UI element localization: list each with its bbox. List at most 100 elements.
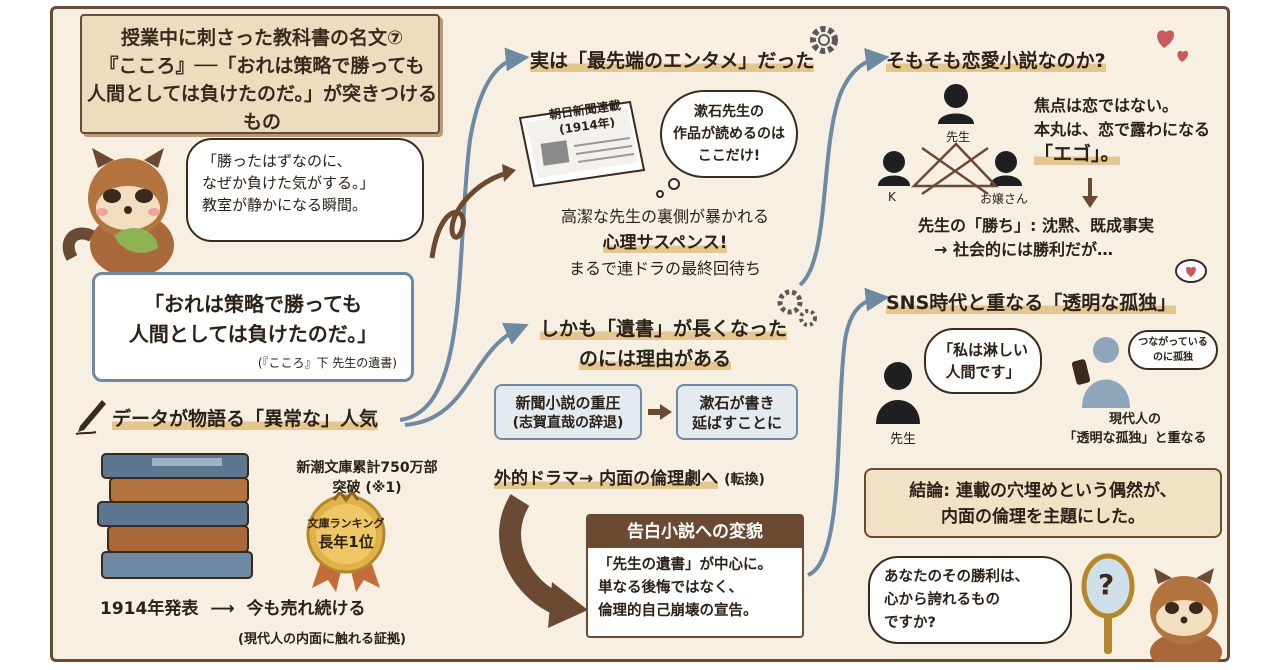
win-line-2: → 社会的には勝利だが… <box>934 240 1113 259</box>
entertainment-line-2-wrap: 心理サスペンス! <box>530 230 800 256</box>
book-stack-icon <box>97 453 253 579</box>
entertainment-text: 高潔な先生の裏側が暴かれる 心理サスペンス! まるで連ドラの最終回待ち <box>530 204 800 282</box>
thought-bubble: 漱石先生の 作品が読めるのは ここだけ! <box>660 90 798 178</box>
conversion-line-1: 「先生の遺書」が中心に。 <box>598 557 772 573</box>
conclusion-line-2: 内面の倫理を主題にした。 <box>941 507 1145 527</box>
phone-line-1: つながっている <box>1138 337 1208 348</box>
intro-bubble-line-2: なぜか負けた気がする。」 <box>202 174 375 192</box>
sensei-silhouette-icon <box>876 362 920 424</box>
testament-heading-line-1: しかも「遺書」が長くなった <box>540 318 788 340</box>
extension-line-1: 漱石が書き <box>699 394 775 412</box>
phone-bubble: つながっている のに孤独 <box>1128 330 1218 370</box>
testament-heading-line-2-wrap: のには理由がある <box>540 344 770 374</box>
hearts-icon <box>1157 30 1189 62</box>
conversion-heading: 告白小説への変貌 <box>588 516 802 548</box>
raccoon-mascot-icon <box>62 148 174 277</box>
sns-heading-text: SNS時代と重なる「透明な孤独」 <box>886 292 1177 314</box>
gear-icon <box>810 26 838 54</box>
shift-note: (転換) <box>724 472 765 488</box>
lonely-bubble: 「私は淋しい 人間です」 <box>924 328 1042 394</box>
diagram-label-ojosan: お嬢さん <box>980 192 1029 206</box>
love-triangle-diagram <box>878 84 1022 196</box>
mirror-icon <box>1081 553 1135 654</box>
question-line-3: ですか? <box>884 615 936 631</box>
timeline-note: (現代人の内面に触れる証拠) <box>238 632 406 647</box>
question-line-1: あなたのその勝利は、 <box>884 569 1029 585</box>
thought-dot-2 <box>656 190 664 198</box>
conclusion-box: 結論: 連載の穴埋めという偶然が、 内面の倫理を主題にした。 <box>864 468 1222 538</box>
timeline-end: 今も売れ続ける <box>246 599 366 619</box>
extension-box: 漱石が書き 延ばすことに <box>676 384 798 440</box>
entertainment-line-2: 心理サスペンス! <box>602 233 728 253</box>
romance-heading-text: そもそも恋愛小説なのか? <box>886 50 1106 72</box>
sales-line-2: 突破 (※1) <box>332 480 402 496</box>
testament-heading-line-1-wrap: しかも「遺書」が長くなった <box>540 314 788 344</box>
question-line-2: 心から誇れるもの <box>884 592 1000 608</box>
testament-heading: しかも「遺書」が長くなった のには理由がある <box>540 314 788 374</box>
lonely-line-1: 「私は淋しい <box>937 341 1028 359</box>
conversion-line-3: 倫理的自己崩壊の宣告。 <box>598 603 758 619</box>
quote-line-1: 「おれは策略で勝っても <box>144 292 362 316</box>
heart-bubble-icon <box>1175 259 1207 283</box>
sales-line-1: 新潮文庫累計750万部 <box>296 460 438 476</box>
entertainment-heading: 実は「最先端のエンタメ」だった <box>530 46 815 73</box>
conversion-line-2: 単なる後悔ではなく、 <box>598 580 743 596</box>
sns-heading: SNS時代と重なる「透明な孤独」 <box>886 288 1177 315</box>
romance-line-3-wrap: 「エゴ」。 <box>1034 142 1210 166</box>
title-line-1: 授業中に刺さった教科書の名文⑦ <box>120 27 404 49</box>
extension-line-2: 延ばすことに <box>691 414 782 432</box>
data-heading: データが物語る「異常な」人気 <box>112 404 379 431</box>
modern-line-1: 現代人の <box>1108 412 1161 427</box>
lonely-line-2: 人間です」 <box>945 363 1021 381</box>
mirror-question-mark: ? <box>1098 568 1115 601</box>
ranking-medal-icon <box>306 492 386 592</box>
thought-line-3: ここだけ! <box>697 148 761 164</box>
timeline-start: 1914年発表 <box>100 599 199 619</box>
timeline-arrow: ⟶ <box>210 599 235 619</box>
win-line-1: 先生の「勝ち」: 沈黙、既成事実 <box>918 216 1154 235</box>
conclusion-line-1: 結論: 連載の穴埋めという偶然が、 <box>909 481 1177 501</box>
romance-heading: そもそも恋愛小説なのか? <box>886 46 1106 73</box>
modern-text: 現代人の 「透明な孤独」と重なる <box>1040 410 1230 448</box>
thought-line-1: 漱石先生の <box>694 104 764 120</box>
title-text: 授業中に刺さった教科書の名文⑦ 『こころ』──「おれは策略で勝っても 人間として… <box>82 24 442 136</box>
modern-person-phone-icon <box>1071 337 1130 408</box>
intro-speech-bubble: 「勝ったはずなのに、 なぜか負けた気がする。」 教室が静かになる瞬間。 <box>186 138 424 242</box>
pressure-box: 新聞小説の重圧 (志賀直哉の辞退) <box>494 384 642 440</box>
romance-text: 焦点は恋ではない。 本丸は、恋で露わになる 「エゴ」。 <box>1034 94 1210 166</box>
medal-text: 文庫ランキング 長年1位 <box>300 516 392 552</box>
medal-line-1: 文庫ランキング <box>307 517 385 530</box>
entertainment-heading-text: 実は「最先端のエンタメ」だった <box>530 50 815 72</box>
thought-line-2: 作品が読めるのは <box>673 126 785 142</box>
raccoon-thinking-icon <box>1150 568 1222 662</box>
title-line-3: 人間としては負けたのだ。」が突きつけるもの <box>87 83 437 133</box>
data-heading-text: データが物語る「異常な」人気 <box>112 408 379 430</box>
thought-dot-1 <box>668 178 680 190</box>
intro-bubble-line-1: 「勝ったはずなのに、 <box>202 152 352 170</box>
quote-text: 「おれは策略で勝っても 人間としては負けたのだ。」 <box>95 289 411 349</box>
gears-icon <box>777 289 817 327</box>
conversion-body: 「先生の遺書」が中心に。 単なる後悔ではなく、 倫理的自己崩壊の宣告。 <box>598 554 772 623</box>
title-banner: 授業中に刺さった教科書の名文⑦ 『こころ』──「おれは策略で勝っても 人間として… <box>80 14 440 134</box>
diagram-label-k: K <box>888 190 896 204</box>
quote-box: 「おれは策略で勝っても 人間としては負けたのだ。」 (『こころ』下 先生の遺書) <box>92 272 414 382</box>
romance-line-3: 「エゴ」。 <box>1034 143 1120 165</box>
quote-source: (『こころ』下 先生の遺書) <box>257 356 397 370</box>
sales-text: 新潮文庫累計750万部 突破 (※1) <box>272 458 462 498</box>
shift-line: 外的ドラマ→ 内面の倫理劇へ <box>494 469 719 489</box>
intro-bubble-line-3: 教室が静かになる瞬間。 <box>202 196 368 214</box>
conversion-box: 告白小説への変貌 「先生の遺書」が中心に。 単なる後悔ではなく、 倫理的自己崩壊… <box>586 514 804 638</box>
phone-line-2: のに孤独 <box>1153 352 1193 363</box>
pen-icon <box>75 400 106 435</box>
win-text: 先生の「勝ち」: 沈黙、既成事実 → 社会的には勝利だが… <box>918 214 1154 262</box>
entertainment-line-3: まるで連ドラの最終回待ち <box>568 259 761 278</box>
romance-line-2: 本丸は、恋で露わになる <box>1034 120 1211 139</box>
newspaper-icon <box>518 100 646 188</box>
sns-label-sensei: 先生 <box>890 432 917 447</box>
quote-line-2: 人間としては負けたのだ。」 <box>128 322 378 346</box>
modern-line-2: 「透明な孤独」と重なる <box>1063 431 1207 446</box>
question-bubble: あなたのその勝利は、 心から誇れるもの ですか? <box>868 556 1072 644</box>
medal-line-2: 長年1位 <box>318 533 374 551</box>
romance-line-1: 焦点は恋ではない。 <box>1034 96 1179 115</box>
